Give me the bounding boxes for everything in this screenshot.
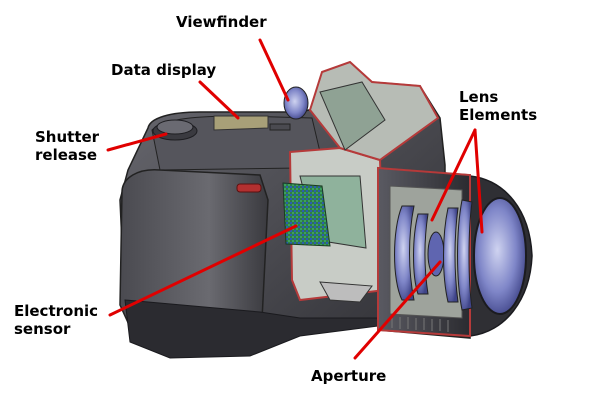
viewfinder-eyepiece xyxy=(283,86,309,120)
viewfinder-leader-line xyxy=(258,38,290,102)
lens-elements-leader-line-2 xyxy=(473,128,484,234)
viewfinder-label: Viewfinder xyxy=(176,13,267,31)
top-button xyxy=(269,123,291,131)
lens-elements-label-line1: Lens xyxy=(459,88,499,106)
cutaway-interior xyxy=(282,60,440,303)
lens-elements-label: Lens Elements xyxy=(459,88,537,124)
shutter-release-label: Shutter release xyxy=(35,128,99,164)
electronic-sensor-label-line2: sensor xyxy=(14,320,71,338)
front-lens-element xyxy=(473,197,527,315)
electronic-sensor-label-line1: Electronic xyxy=(14,302,99,320)
data-display-leader-line xyxy=(198,80,240,120)
shutter-release-label-line1: Shutter xyxy=(35,128,100,146)
lcd-screen xyxy=(213,115,269,131)
aperture-iris xyxy=(427,231,445,277)
lens-elements-leader-line-1 xyxy=(430,128,477,222)
pentaprism xyxy=(319,81,386,151)
shutter-curtain xyxy=(319,281,373,303)
aperture-label: Aperture xyxy=(311,367,387,385)
image-sensor xyxy=(282,182,331,247)
electronic-sensor-leader-line xyxy=(108,224,298,317)
lens-element xyxy=(394,205,415,301)
shutter-release-label-line2: release xyxy=(35,146,98,164)
electronic-sensor-label: Electronic sensor xyxy=(14,302,98,338)
lens-element xyxy=(413,213,429,295)
aperture-leader-line xyxy=(353,260,442,360)
data-display-label: Data display xyxy=(111,61,217,79)
lens-element xyxy=(457,199,473,311)
shutter-release-leader-line xyxy=(106,132,168,152)
lens-barrel xyxy=(377,166,533,339)
lens-elements-label-line2: Elements xyxy=(459,106,538,124)
lens-element xyxy=(443,207,459,303)
